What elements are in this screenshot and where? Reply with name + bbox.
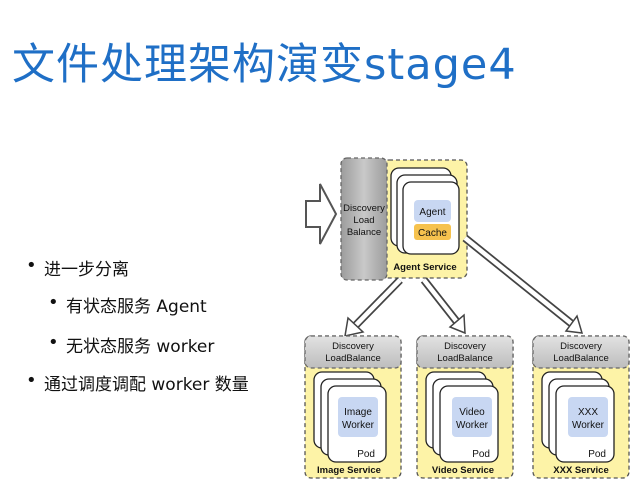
svg-text:Discovery: Discovery <box>332 341 374 352</box>
cache-box <box>414 224 451 240</box>
svg-text:Discovery: Discovery <box>560 341 602 352</box>
xxx-service-label: XXX Service <box>553 465 608 476</box>
top-load-balancer <box>340 157 388 281</box>
arrow-to-xxx-icon <box>462 234 584 334</box>
svg-text:Video: Video <box>459 407 485 418</box>
xxx-service-lb <box>532 335 630 369</box>
bullet-3: 无状态服务 worker <box>48 332 214 357</box>
xxx-worker-box <box>568 397 608 437</box>
agent-box <box>414 200 451 222</box>
agent-service-label: Agent Service <box>393 262 456 273</box>
image-service-label: Image Service <box>317 465 381 476</box>
svg-text:Pod: Pod <box>357 449 375 460</box>
xxx-service: Discovery LoadBalance XXX Worker Pod XXX… <box>532 335 630 479</box>
svg-text:XXX: XXX <box>578 407 598 418</box>
image-service: Discovery LoadBalance Image Worker Pod I… <box>304 335 402 479</box>
svg-text:LoadBalance: LoadBalance <box>553 353 608 364</box>
svg-text:Worker: Worker <box>572 420 605 431</box>
svg-text:Image: Image <box>344 407 372 418</box>
svg-text:Worker: Worker <box>456 420 489 431</box>
video-service: Discovery LoadBalance Video Worker Pod V… <box>416 335 514 479</box>
bullet-4: 通过调度调配 worker 数量 <box>26 370 249 395</box>
agent-label: Agent <box>419 207 445 218</box>
svg-text:Discovery: Discovery <box>444 341 486 352</box>
svg-text:LoadBalance: LoadBalance <box>437 353 492 364</box>
svg-text:Pod: Pod <box>588 449 606 460</box>
arrow-to-image-icon <box>344 277 403 337</box>
image-worker-box <box>338 397 378 437</box>
top-lb-line-1: Discovery <box>343 203 385 214</box>
top-lb-line-2: Load <box>353 215 374 226</box>
video-worker-box <box>452 397 492 437</box>
bullet-1: 进一步分离 <box>26 255 129 280</box>
cache-label: Cache <box>418 228 447 239</box>
top-lb-line-3: Balance <box>347 227 381 238</box>
incoming-arrow-icon <box>305 183 338 245</box>
svg-text:LoadBalance: LoadBalance <box>325 353 380 364</box>
page-title: 文件处理架构演变stage4 <box>12 40 517 90</box>
bullet-2: 有状态服务 Agent <box>48 292 207 317</box>
image-service-lb <box>304 335 402 369</box>
svg-text:Pod: Pod <box>472 449 490 460</box>
arrow-to-video-icon <box>420 277 466 335</box>
video-service-label: Video Service <box>432 465 494 476</box>
svg-text:Worker: Worker <box>342 420 375 431</box>
video-service-lb <box>416 335 514 369</box>
